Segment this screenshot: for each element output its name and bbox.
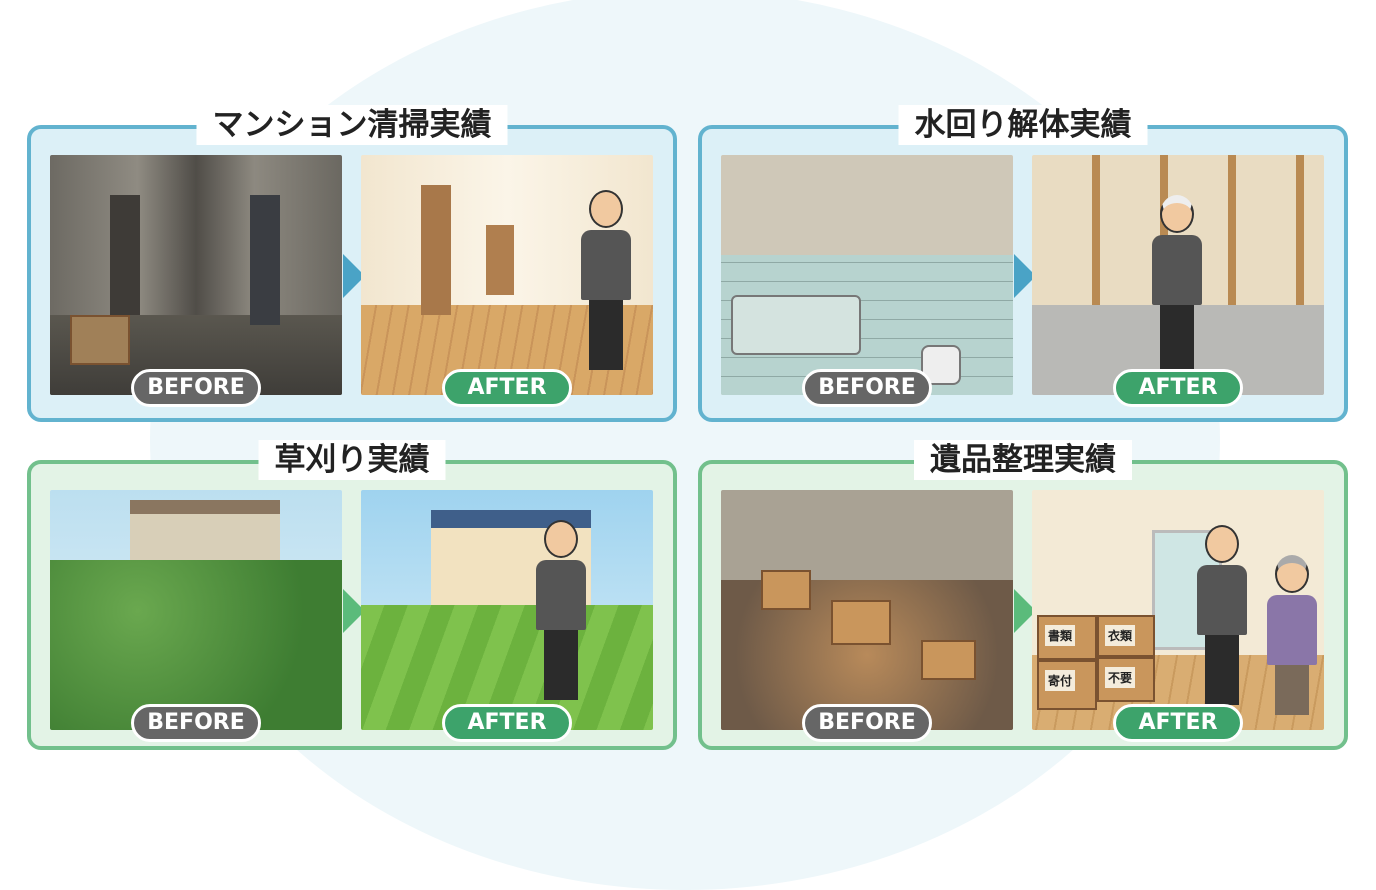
door xyxy=(421,185,451,315)
arrow-icon xyxy=(1014,254,1036,298)
arrow-icon xyxy=(343,254,365,298)
after-image: 書類 衣類 寄付 不要 xyxy=(1032,490,1324,730)
after-badge: AFTER xyxy=(442,369,572,407)
cardboard-box xyxy=(921,640,976,680)
before-badge: BEFORE xyxy=(131,704,261,742)
after-badge: AFTER xyxy=(1113,704,1243,742)
arrow-icon xyxy=(343,589,365,633)
box-label: 衣類 xyxy=(1105,625,1136,646)
before-badge: BEFORE xyxy=(131,369,261,407)
cardboard-box xyxy=(831,600,891,645)
cardboard-box xyxy=(761,570,811,610)
overgrown-grass xyxy=(50,560,342,730)
panel-title: 草刈り実績 xyxy=(258,440,446,480)
worker-illustration xyxy=(1152,195,1202,375)
door xyxy=(110,195,140,315)
before-badge: BEFORE xyxy=(802,369,932,407)
after-image xyxy=(361,490,653,730)
box-label: 書類 xyxy=(1045,625,1076,646)
worker-illustration xyxy=(536,520,586,700)
panel-plumbing-demolition: 水回り解体実績 BEFORE AFTER xyxy=(698,105,1348,422)
cardboard-box xyxy=(70,315,130,365)
box-label: 不要 xyxy=(1105,667,1136,688)
before-image xyxy=(721,490,1013,730)
box-clothes: 衣類 xyxy=(1097,615,1155,657)
panel-estate-clearance: 遺品整理実績 書類 衣類 寄付 不要 BEFORE AFTER xyxy=(698,440,1348,750)
worker-illustration xyxy=(1197,525,1247,705)
door xyxy=(486,225,514,295)
after-badge: AFTER xyxy=(442,704,572,742)
after-badge: AFTER xyxy=(1113,369,1243,407)
elderly-woman-illustration xyxy=(1267,555,1317,715)
box-label: 寄付 xyxy=(1045,670,1076,691)
before-image xyxy=(50,155,342,395)
panel-apartment-cleaning: マンション清掃実績 BEFORE AFTER xyxy=(27,105,677,422)
panel-grass-cutting: 草刈り実績 BEFORE AFTER xyxy=(27,440,677,750)
door xyxy=(250,195,280,325)
before-badge: BEFORE xyxy=(802,704,932,742)
before-image xyxy=(50,490,342,730)
panel-title: 遺品整理実績 xyxy=(914,440,1132,480)
worker-illustration xyxy=(581,190,631,370)
arrow-icon xyxy=(1014,589,1036,633)
before-image xyxy=(721,155,1013,395)
bathtub xyxy=(731,295,861,355)
after-image xyxy=(361,155,653,395)
box-documents: 書類 xyxy=(1037,615,1097,660)
box-donation: 寄付 xyxy=(1037,660,1097,710)
after-image xyxy=(1032,155,1324,395)
panel-title: マンション清掃実績 xyxy=(196,105,508,145)
box-unneeded: 不要 xyxy=(1097,657,1155,702)
panel-title: 水回り解体実績 xyxy=(898,105,1148,145)
